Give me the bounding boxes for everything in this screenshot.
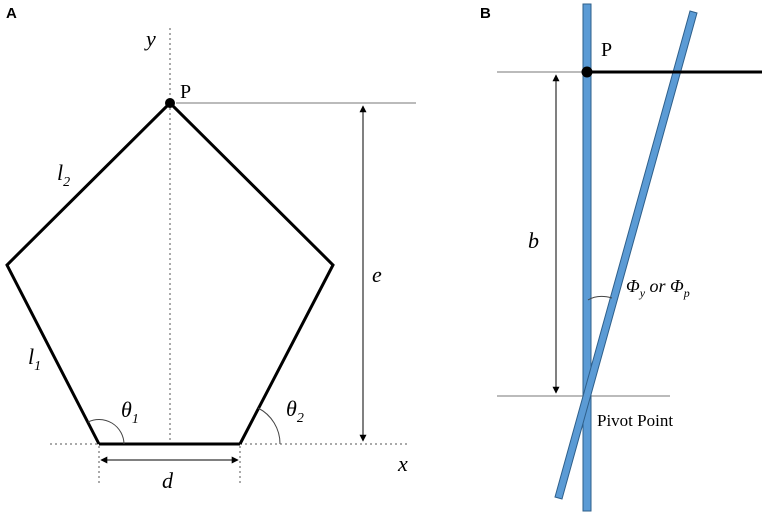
point-p-label: P xyxy=(180,81,191,103)
l1-label: l1 xyxy=(28,344,41,374)
theta1-arc xyxy=(87,418,125,445)
theta2-label: θ2 xyxy=(286,396,304,426)
phi-arc xyxy=(587,295,613,301)
panel-a: A y x P e d l2 l1 θ1 θ2 xyxy=(5,5,416,493)
point-p-dot xyxy=(165,98,175,108)
theta2-arc xyxy=(257,407,281,445)
point-p-dot-b xyxy=(581,66,593,78)
tilted-bar xyxy=(554,10,698,500)
point-p-label-b: P xyxy=(601,39,612,61)
phi-label: Φy or Φp xyxy=(626,276,690,300)
y-axis-label: y xyxy=(144,26,156,51)
panel-b: B P b Φy or Φp Pivot Point xyxy=(480,3,762,512)
e-label: e xyxy=(372,262,382,287)
d-label: d xyxy=(162,468,174,493)
panel-b-letter: B xyxy=(480,5,491,22)
pivot-point-label: Pivot Point xyxy=(597,411,673,430)
vertical-bar xyxy=(582,3,592,512)
l2-label: l2 xyxy=(57,160,70,190)
theta1-label: θ1 xyxy=(121,397,139,427)
b-label: b xyxy=(528,228,539,253)
x-axis-label: x xyxy=(397,451,408,476)
panel-a-letter: A xyxy=(6,5,17,22)
